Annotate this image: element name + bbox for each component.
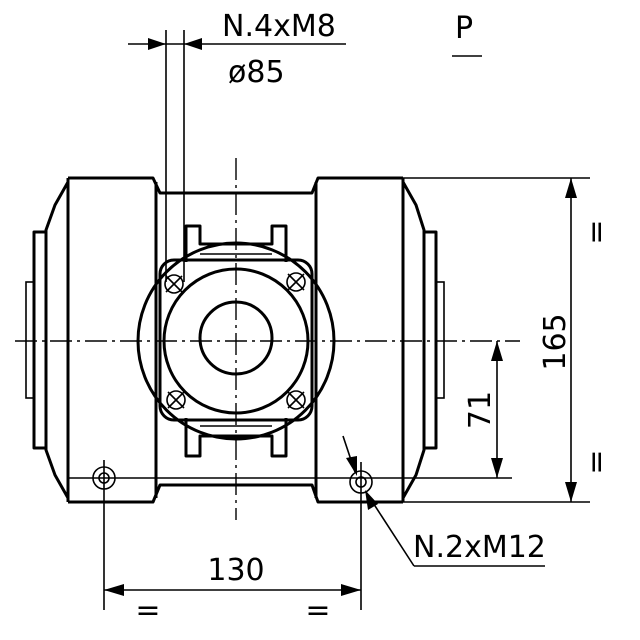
- foot-bolt-label: N.2xM12: [413, 530, 546, 565]
- flange-bolt-label: N.4xM8: [222, 9, 336, 44]
- flange-diameter-label: ø85: [228, 55, 285, 90]
- height-equal-mark-top: =: [579, 219, 614, 244]
- height-equal-mark-bottom: =: [579, 449, 614, 474]
- height-dimension: 165 = =: [403, 177, 614, 503]
- flange-bolt-hole-top-left: [164, 274, 184, 294]
- flange-bolt-hole-bottom-right: [286, 390, 306, 410]
- right-end-plate: [422, 230, 438, 450]
- shaft-height-dimension: 71: [403, 341, 512, 479]
- flange-bolt-hole-top-right: [286, 272, 306, 292]
- foot-spacing-dimension: 130 = =: [104, 553, 361, 628]
- flange-bolt-callout: N.4xM8 ø85: [128, 9, 346, 282]
- shaft-height-label: 71: [463, 391, 498, 429]
- foot-spacing-equal-mark-right: =: [305, 593, 330, 628]
- foot-spacing-equal-mark-left: =: [135, 593, 160, 628]
- left-end-plate: [32, 230, 48, 450]
- left-end-plug: [25, 281, 35, 399]
- gearbox-body: [25, 176, 445, 504]
- flange-bolt-hole-bottom-left: [166, 390, 186, 410]
- flange-bottom-lugs: [184, 418, 288, 458]
- foot-bolt-callout: N.2xM12: [342, 435, 546, 567]
- height-dimension-label: 165: [538, 313, 573, 370]
- right-end-cap: [401, 181, 426, 499]
- foot-spacing-label: 130: [207, 553, 264, 588]
- right-end-plug: [435, 281, 445, 399]
- left-end-cap: [44, 181, 70, 499]
- view-label: P: [455, 11, 473, 46]
